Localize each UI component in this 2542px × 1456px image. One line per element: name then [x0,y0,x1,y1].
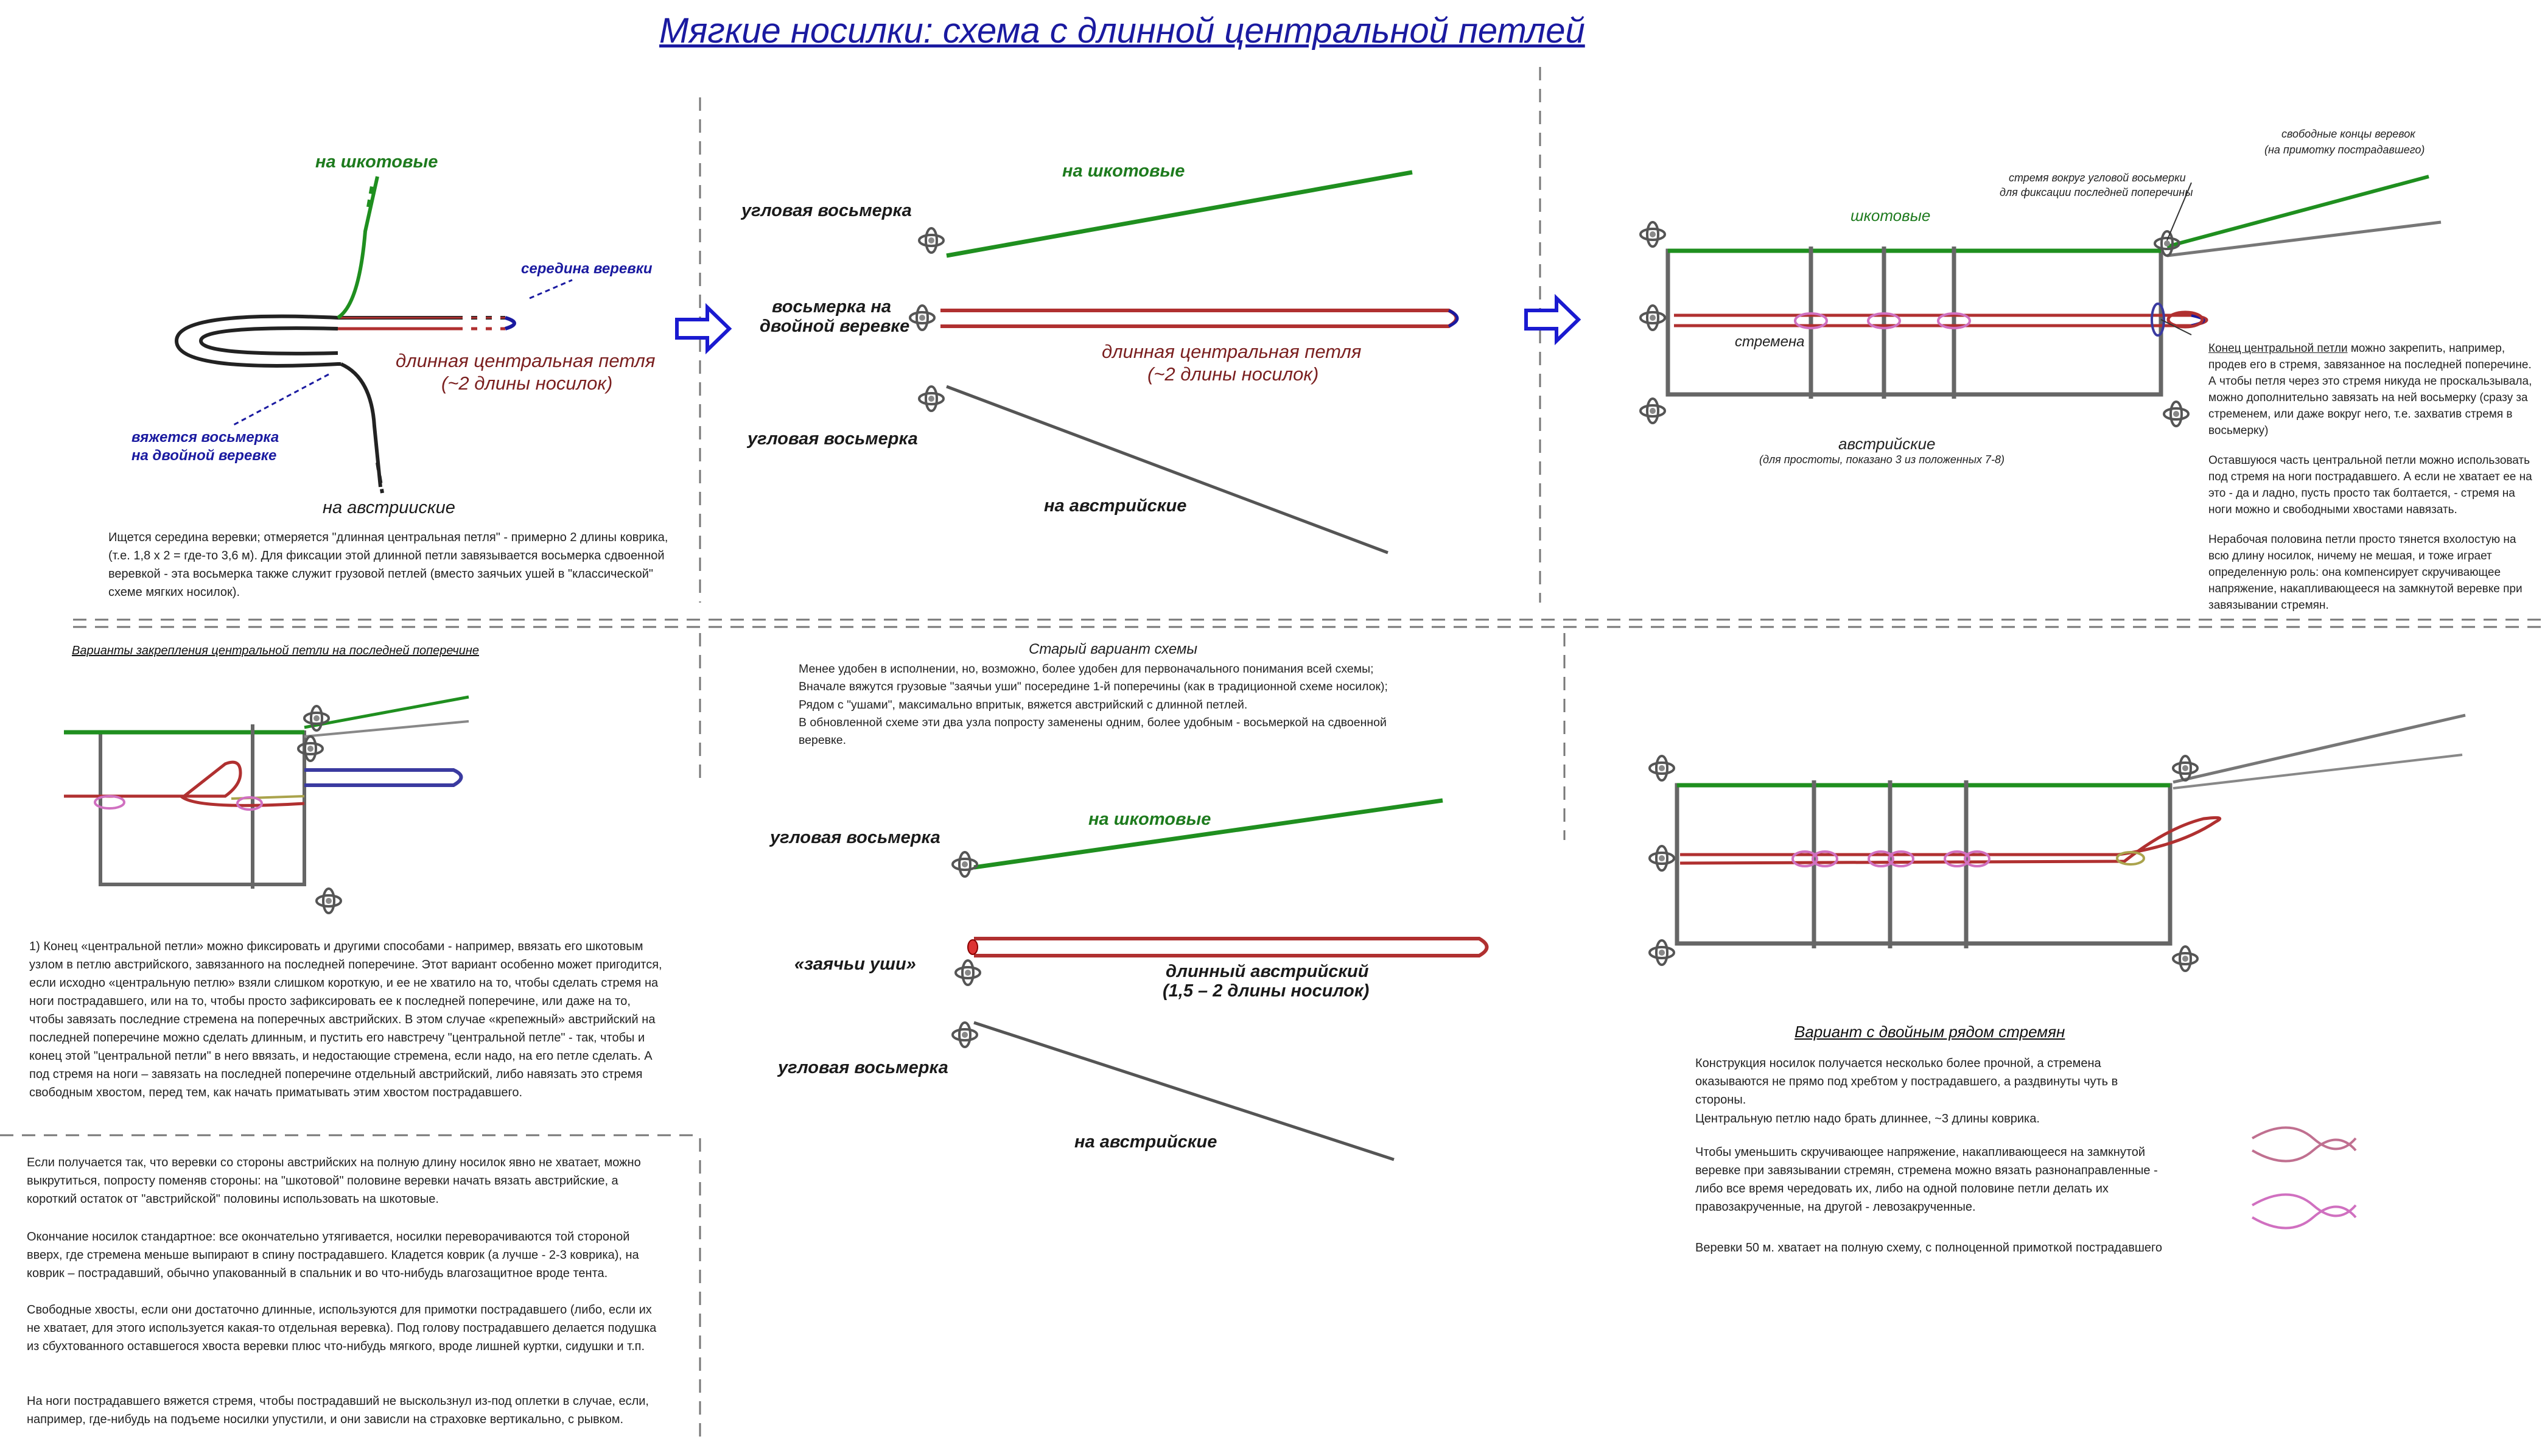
panel3-side-text-1: можно закрепить, например, продев его в … [2208,342,2532,437]
panel3-side-text-2: Оставшуюся часть центральной петли можно… [2208,453,2532,516]
panel5-corner-top-label: угловая восьмерка [770,828,940,847]
panel5-sheet-label: на шкотовые [1088,810,1211,829]
panel4-header: Варианты закрепления центральной петли н… [72,644,479,657]
panel2-loop-label-1: длинная центральная петля [1102,341,1362,362]
panel5-intro-line: Рядом с "ушами", максимально впритык, вя… [799,698,1248,712]
panel4-para2: Если получается так, что веревки со стор… [27,1156,641,1206]
panel3-austrian-note: (для простоты, показано 3 из положенных … [1759,453,2005,466]
panel5-intro-line: веревке. [799,733,847,747]
panel1-center-loop-rope [174,314,505,368]
panel2-loop-label-2: (~2 длины носилок) [1147,363,1319,385]
panel5-diagram [951,798,1489,1161]
panel3-austrian-label: австрийские [1838,435,1936,453]
panel5-intro-line: В обновленной схеме эти два узла попрост… [799,715,1387,729]
panel5-corner-bottom-label: угловая восьмерка [778,1058,948,1077]
panel5-intro-line: Вначале вяжутся грузовые "заячьи уши" по… [799,680,1388,694]
panel3-diagram [1639,175,2442,427]
panel6-para4: Веревки 50 м. хватает на полную схему, с… [1695,1241,2162,1255]
panel6-diagram [1648,713,2466,1230]
panel3-side-text-3: Нерабочая половина петли просто тянется … [2208,533,2523,612]
panel5-intro: Менее удобен в исполнении, но, возможно,… [799,660,1468,749]
panel5-austrian-label: на австрийские [1074,1132,1217,1152]
panel3-side-text-lead: Конец центральной петли [2208,342,2348,355]
panel5-long-austrian-2: (1,5 – 2 длины носилок) [1163,981,1370,1001]
panel3-stirrup-note-1: стремя вокруг угловой восьмерки [2009,172,2186,184]
panel-separators [0,67,2542,1437]
panel1-sheet-rope [337,176,379,320]
page-title: Мягкие носилки: схема с длинной централь… [659,11,1585,51]
panel4-diagram [64,695,469,914]
panel1-austrian-rope [340,362,382,488]
panel2-sheet-label: на шкотовые [1062,161,1185,181]
panel5-long-austrian-1: длинный австрийский [1166,962,1369,981]
panel3-stirrups-label: стремена [1735,334,1805,350]
panel4-para3: Окончание носилок стандартное: все оконч… [27,1230,639,1280]
panel4-para1: 1) Конец «центральной петли» можно фикси… [29,940,662,1099]
panel3-sheet-label: шкотовые [1850,206,1931,225]
panel3-side-text: Конец центральной петли можно закрепить,… [2208,341,2537,628]
panel1-sheet-label: на шкотовые [315,152,438,172]
panel6-para1: Конструкция носилок получается несколько… [1695,1057,2118,1107]
panel5-intro-line: Менее удобен в исполнении, но, возможно,… [799,662,1374,676]
panel5-ears-label: «заячьи уши» [794,954,916,974]
panel1-diagram [174,176,573,494]
panel6-header: Вариант с двойным рядом стремян [1794,1023,2065,1041]
panel1-description: Ищется середина веревки; отмеряется "дли… [108,531,668,599]
arrow-icon [675,293,1581,355]
panel2-double-knot-label-2: двойной веревке [760,317,910,336]
panel2-corner-bottom-label: угловая восьмерка [748,429,918,449]
panel2-double-knot-label-1: восьмерка на [772,297,892,317]
panel3-free-ends-label-1: свободные концы веревок [2281,128,2415,140]
panel2-diagram [909,170,1459,555]
panel2-corner-top-label: угловая восьмерка [741,201,912,220]
panel1-knot-label-1: вяжется восьмерка [131,429,279,446]
panel4-para5: На ноги пострадавшего вяжется стремя, чт… [27,1395,649,1426]
panel1-loop-label-1: длинная центральная петля [396,350,656,371]
panel1-knot-label-2: на двойной веревке [131,447,277,464]
panel1-austrian-label: на австриискиe [323,498,455,517]
panel1-loop-label-2: (~2 длины носилок) [441,373,613,394]
panel6-para3: Чтобы уменьшить скручивающее напряжение,… [1695,1146,2158,1214]
panel5-header: Старый вариант схемы [1029,641,1198,657]
panel6-para2: Центральную петлю надо брать длиннее, ~3… [1695,1112,2040,1125]
panel4-para4: Свободные хвосты, если они достаточно дл… [27,1303,657,1353]
panel3-free-ends-label-2: (на примотку пострадавшего) [2264,144,2425,156]
panel3-stirrup-note-2: для фиксации последней поперечины [2000,186,2193,198]
panel2-austrian-label: на австрийские [1044,496,1187,516]
panel1-middle-label: середина веревки [521,261,653,277]
